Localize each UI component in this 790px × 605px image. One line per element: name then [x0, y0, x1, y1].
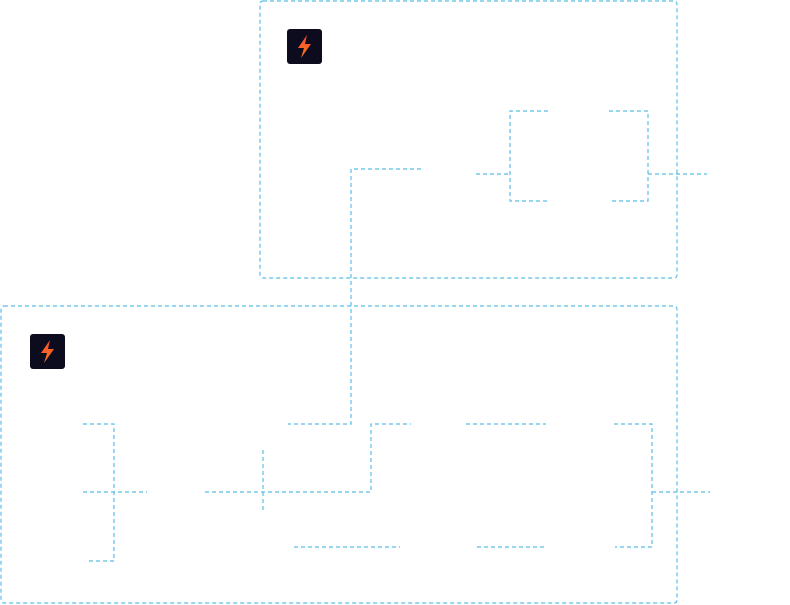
group-logo-bottom	[30, 334, 65, 369]
connector-mid-horizontal	[205, 423, 411, 493]
connector-right-bracket	[614, 423, 653, 548]
group-container-bottom	[0, 305, 678, 604]
connector-cross-group	[288, 168, 421, 425]
group-container-top	[259, 0, 678, 279]
connector-top-left-bracket	[509, 110, 548, 202]
group-logo-top	[287, 29, 322, 64]
lightning-bolt-icon	[41, 340, 54, 363]
lightning-bolt-icon	[298, 35, 311, 58]
connector-top-right-bracket	[609, 110, 649, 202]
